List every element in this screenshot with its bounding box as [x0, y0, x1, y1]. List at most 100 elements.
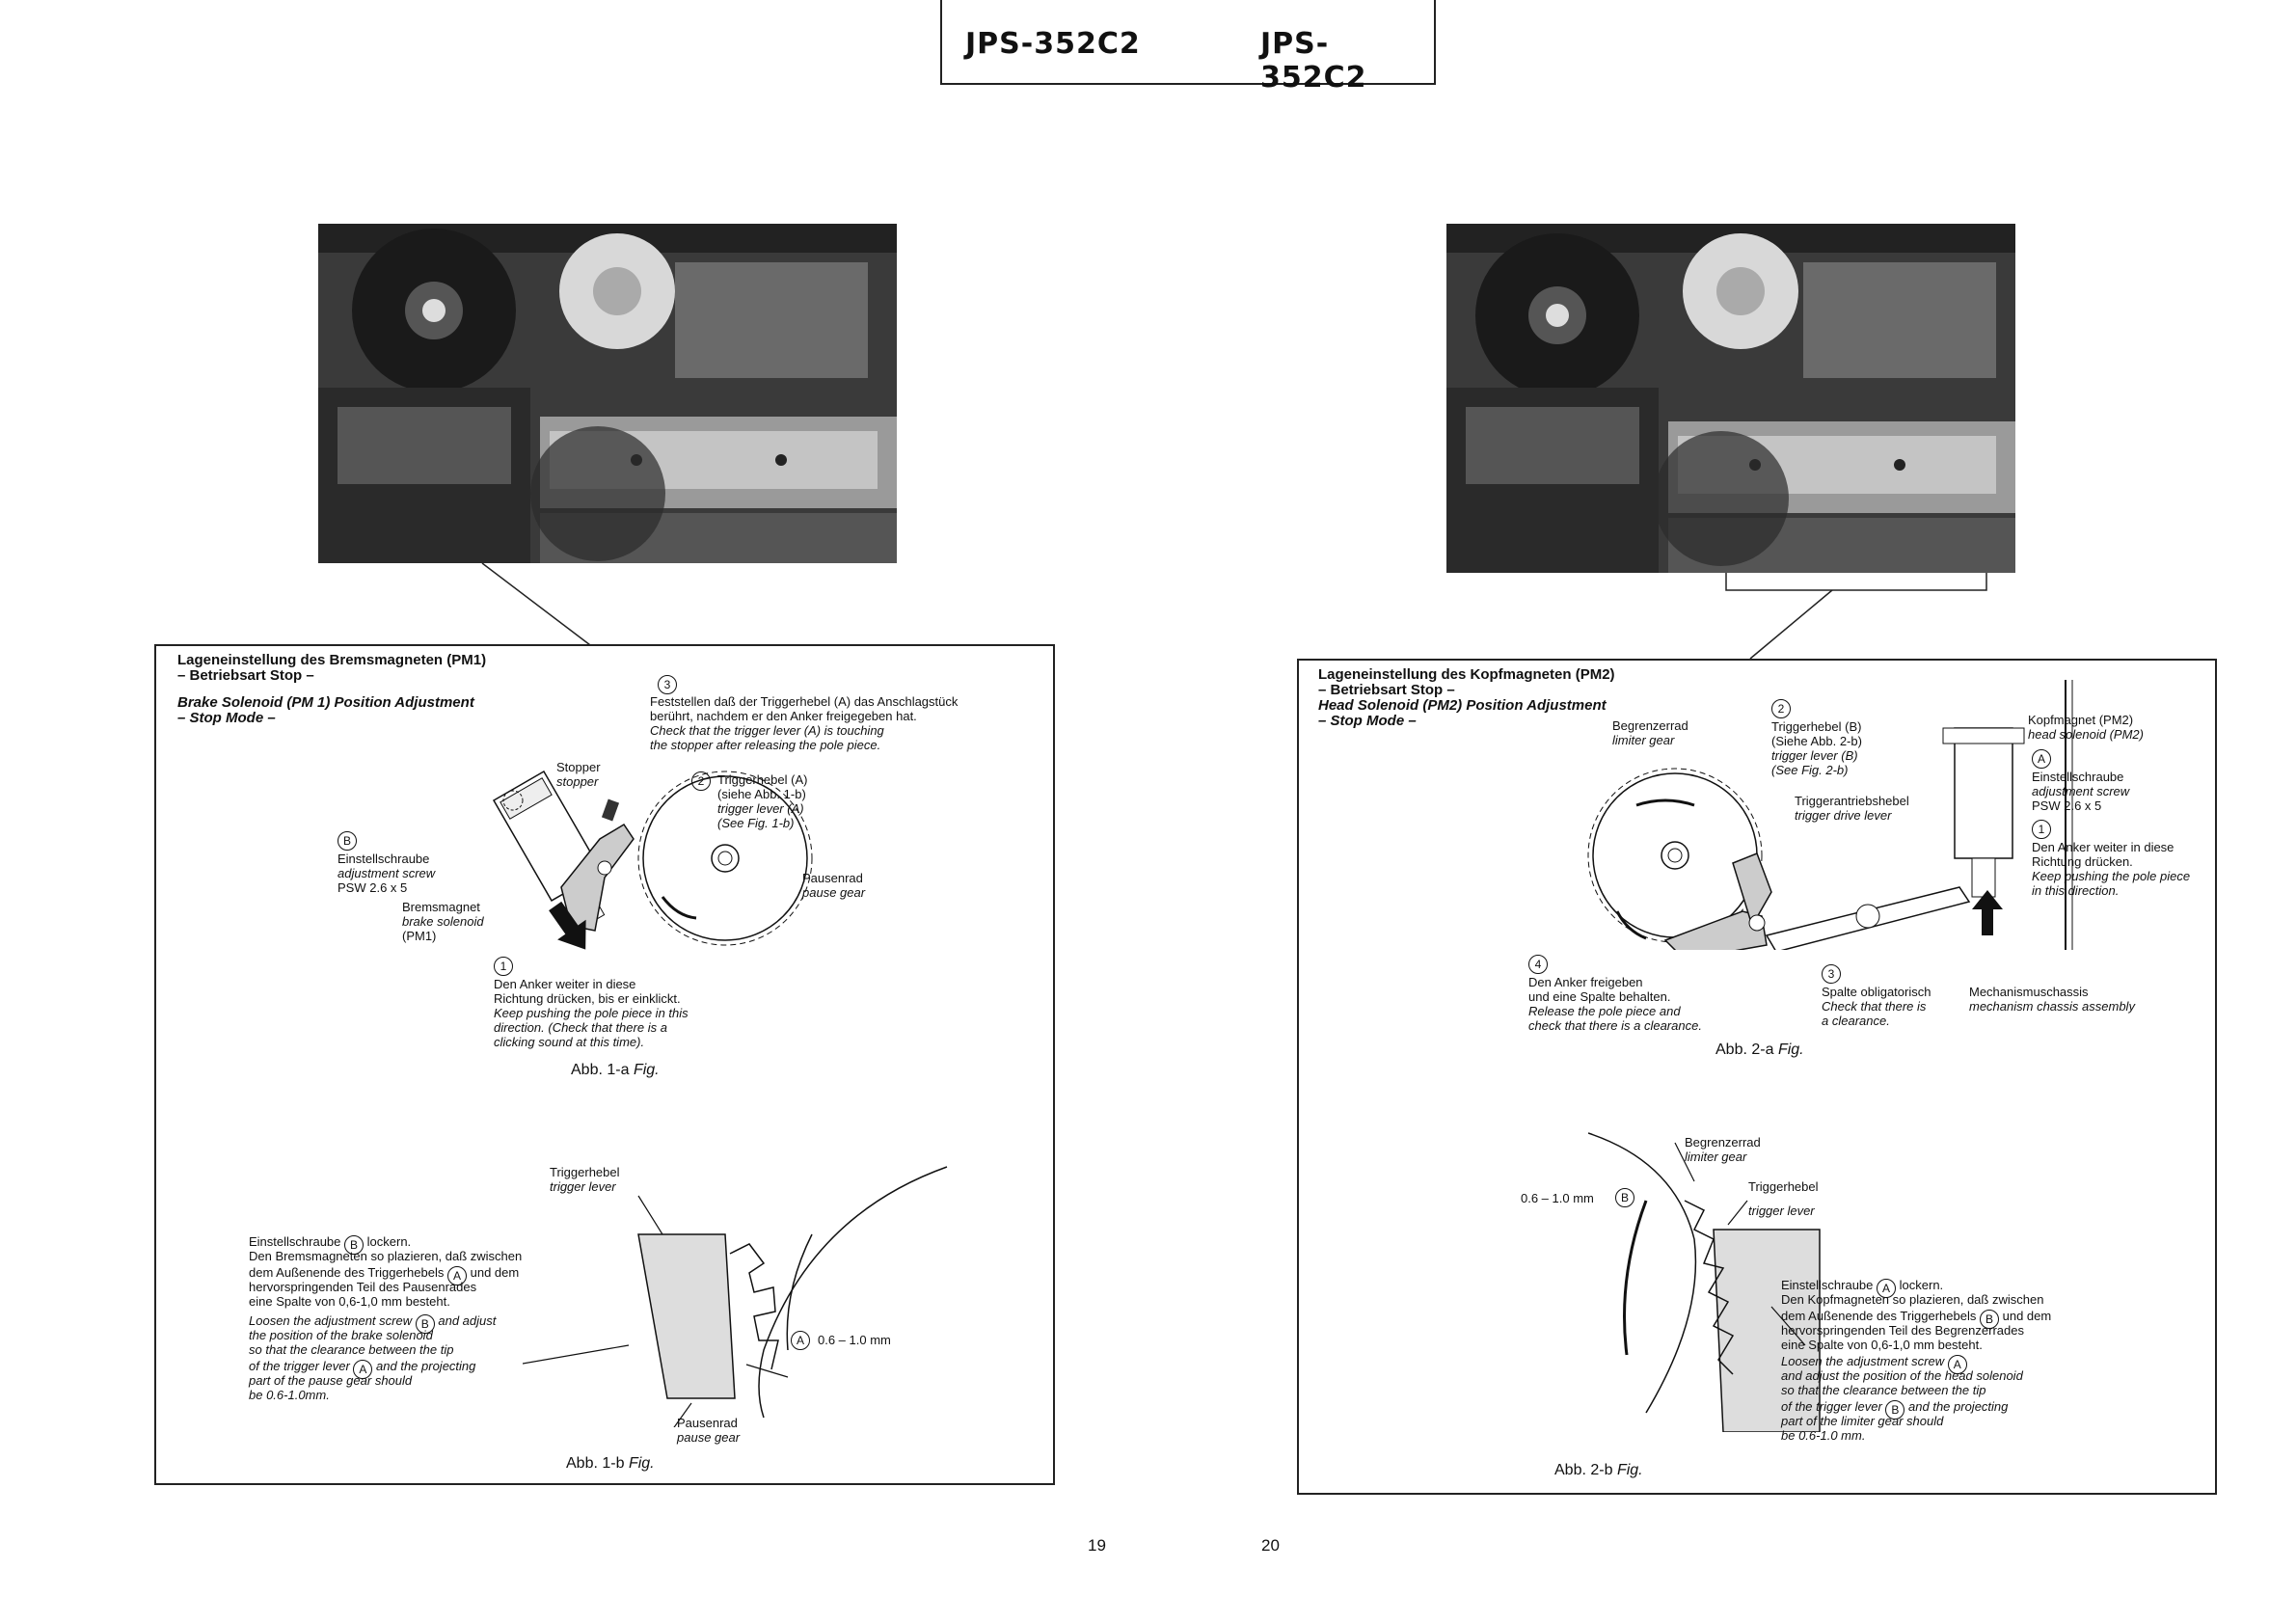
mechanism-photo-left	[318, 224, 897, 563]
solenoid-code: (PM1)	[402, 929, 437, 943]
screw-en: adjustment screw	[2032, 784, 2130, 798]
step2-de-line2: (Siehe Abb. 2-b)	[1771, 734, 1862, 748]
step1-number: 1	[494, 957, 513, 976]
trigger-lever-de: Triggerhebel	[550, 1165, 620, 1179]
step1-en-line2: in this direction.	[2032, 883, 2120, 898]
step1-de-line1: Den Anker weiter in diese	[2032, 840, 2174, 854]
trigger-lever-de: Triggerhebel	[1748, 1179, 1819, 1194]
note-de-line2: Den Kopfmagneten so plazieren, daß zwisc…	[1781, 1292, 2044, 1307]
note-en-letter-b: B	[415, 1314, 435, 1334]
note-letter-a: A	[1877, 1279, 1897, 1298]
title-en: Brake Solenoid (PM 1) Position Adjustmen…	[177, 694, 474, 711]
step1-de-line2: Richtung drücken, bis er einklickt.	[494, 991, 681, 1006]
step3-en-line2: a clearance.	[1822, 1014, 1890, 1028]
head-solenoid-de: Kopfmagnet (PM2)	[2028, 713, 2134, 727]
diagram-fig-1b	[523, 1166, 948, 1427]
head-solenoid-en: head solenoid (PM2)	[2028, 727, 2144, 742]
note-en-letter-a: A	[353, 1360, 373, 1379]
step1-en-line1: Keep pushing the pole piece	[2032, 869, 2191, 883]
solenoid-en: brake solenoid	[402, 914, 484, 929]
fig-2b-caption: Abb. 2-b Fig.	[1554, 1462, 1643, 1478]
mode-en: – Stop Mode –	[1318, 713, 1417, 729]
trigger-lever-en: trigger lever	[550, 1179, 616, 1194]
photo-leader-lines	[481, 562, 1987, 660]
step3-en-line1: Check that there is	[1822, 999, 1927, 1014]
step1-de-line1: Den Anker weiter in diese	[494, 977, 636, 991]
note-de-line1: Einstellschraube A lockern.	[1781, 1276, 1943, 1298]
note-en-line3: so that the clearance between the tip	[1781, 1383, 1986, 1397]
step3-de: Spalte obligatorisch	[1822, 985, 1931, 999]
step4-number: 4	[1528, 955, 1548, 974]
step2-en-line1: trigger lever (B)	[1771, 748, 1858, 763]
mechanism-photo-right	[1446, 224, 2015, 573]
pause-gear2-en: pause gear	[677, 1430, 741, 1445]
trigger-drive-de: Triggerantriebshebel	[1795, 794, 1909, 808]
note-en-line2: and adjust the position of the head sole…	[1781, 1368, 2023, 1383]
note-en-line4: of the trigger lever A and the projectin…	[249, 1357, 475, 1379]
limiter-gear2-de: Begrenzerrad	[1685, 1135, 1761, 1150]
step3-en-line1: Check that the trigger lever (A) is touc…	[650, 723, 884, 738]
gap-letter-a: A	[791, 1331, 810, 1350]
note-de-line2: Den Bremsmagneten so plazieren, daß zwis…	[249, 1249, 523, 1263]
screw-de: Einstellschraube	[338, 852, 430, 866]
limiter-gear2-en: limiter gear	[1685, 1150, 1747, 1164]
step2-de-line1: Triggerhebel (B)	[1771, 719, 1862, 734]
step4-en-line2: check that there is a clearance.	[1528, 1018, 1702, 1033]
step3-number: 3	[658, 675, 677, 694]
panel-brake-solenoid: Lageneinstellung des Bremsmagneten (PM1)…	[154, 644, 1055, 1485]
note-de-line3: dem Außenende des Triggerhebels B und de…	[1781, 1307, 2051, 1329]
note-en-line5: part of the limiter gear should	[1781, 1414, 1944, 1428]
chassis-en: mechanism chassis assembly	[1969, 999, 2135, 1014]
note-de-line5: eine Spalte von 0,6-1,0 mm besteht.	[1781, 1338, 1983, 1352]
chassis-de: Mechanismuschassis	[1969, 985, 2089, 999]
stopper-de: Stopper	[556, 760, 601, 774]
model-number-right: JPS-352C2	[1260, 27, 1367, 95]
note-letter-a: A	[446, 1266, 467, 1285]
pause-gear-de: Pausenrad	[802, 871, 863, 885]
limiter-gear-en: limiter gear	[1612, 733, 1675, 747]
title-de: Lageneinstellung des Kopfmagneten (PM2)	[1318, 666, 1615, 683]
solenoid-de: Bremsmagnet	[402, 900, 480, 914]
stopper-en: stopper	[556, 774, 599, 789]
model-number-left: JPS-352C2	[965, 27, 1141, 61]
fig-1b-caption: Abb. 1-b Fig.	[566, 1455, 655, 1472]
step4-de-line2: und eine Spalte behalten.	[1528, 989, 1671, 1004]
note-en-line5: part of the pause gear should	[249, 1373, 413, 1388]
screw-spec: PSW 2.6 x 5	[338, 880, 408, 895]
step3-de-line2: berührt, nachdem er den Anker freigegebe…	[650, 709, 917, 723]
mode-en: – Stop Mode –	[177, 710, 276, 726]
step2-de-line2: (siehe Abb. 1-b)	[717, 787, 806, 801]
step4-en-line1: Release the pole piece and	[1528, 1004, 1681, 1018]
diagram-fig-1a	[492, 770, 813, 950]
title-de: Lageneinstellung des Bremsmagneten (PM1)	[177, 652, 487, 668]
mode-de: – Betriebsart Stop –	[177, 667, 314, 684]
pause-gear-en: pause gear	[802, 885, 866, 900]
page-number-right: 20	[1261, 1536, 1280, 1555]
page-number-left: 19	[1088, 1536, 1106, 1555]
mode-de: – Betriebsart Stop –	[1318, 682, 1455, 698]
title-en: Head Solenoid (PM2) Position Adjustment	[1318, 697, 1607, 714]
trigger-lever-en: trigger lever	[1748, 1204, 1815, 1218]
limiter-gear-de: Begrenzerrad	[1612, 718, 1688, 733]
note-en-line4: of the trigger lever B and the projectin…	[1781, 1397, 2008, 1420]
note-en-line6: be 0.6-1.0 mm.	[1781, 1428, 1866, 1443]
diagram-fig-2a	[1587, 680, 2073, 950]
pause-gear2-de: Pausenrad	[677, 1416, 738, 1430]
note-letter-b: B	[1979, 1310, 1999, 1329]
note-de-line4: hervorspringenden Teil des Begrenzerrade…	[1781, 1323, 2024, 1338]
step3-de-line1: Feststellen daß der Triggerhebel (A) das…	[650, 694, 959, 709]
step1-en-line2: direction. (Check that there is a	[494, 1020, 667, 1035]
note-de-line5: eine Spalte von 0,6-1,0 mm besteht.	[249, 1294, 450, 1309]
fig-2a-caption: Abb. 2-a Fig.	[1715, 1041, 1804, 1058]
screw-letter-b: B	[338, 831, 357, 851]
note-en-line6: be 0.6-1.0mm.	[249, 1388, 330, 1402]
trigger-drive-en: trigger drive lever	[1795, 808, 1892, 823]
gap-value: 0.6 – 1.0 mm	[1521, 1191, 1594, 1205]
step1-en-line3: clicking sound at this time).	[494, 1035, 645, 1049]
gap-value: 0.6 – 1.0 mm	[818, 1333, 891, 1347]
screw-spec: PSW 2.6 x 5	[2032, 798, 2102, 813]
step2-de-line1: Triggerhebel (A)	[717, 772, 808, 787]
step1-en-line1: Keep pushing the pole piece in this	[494, 1006, 689, 1020]
gap-letter-b: B	[1615, 1188, 1634, 1207]
screw-en: adjustment screw	[338, 866, 436, 880]
